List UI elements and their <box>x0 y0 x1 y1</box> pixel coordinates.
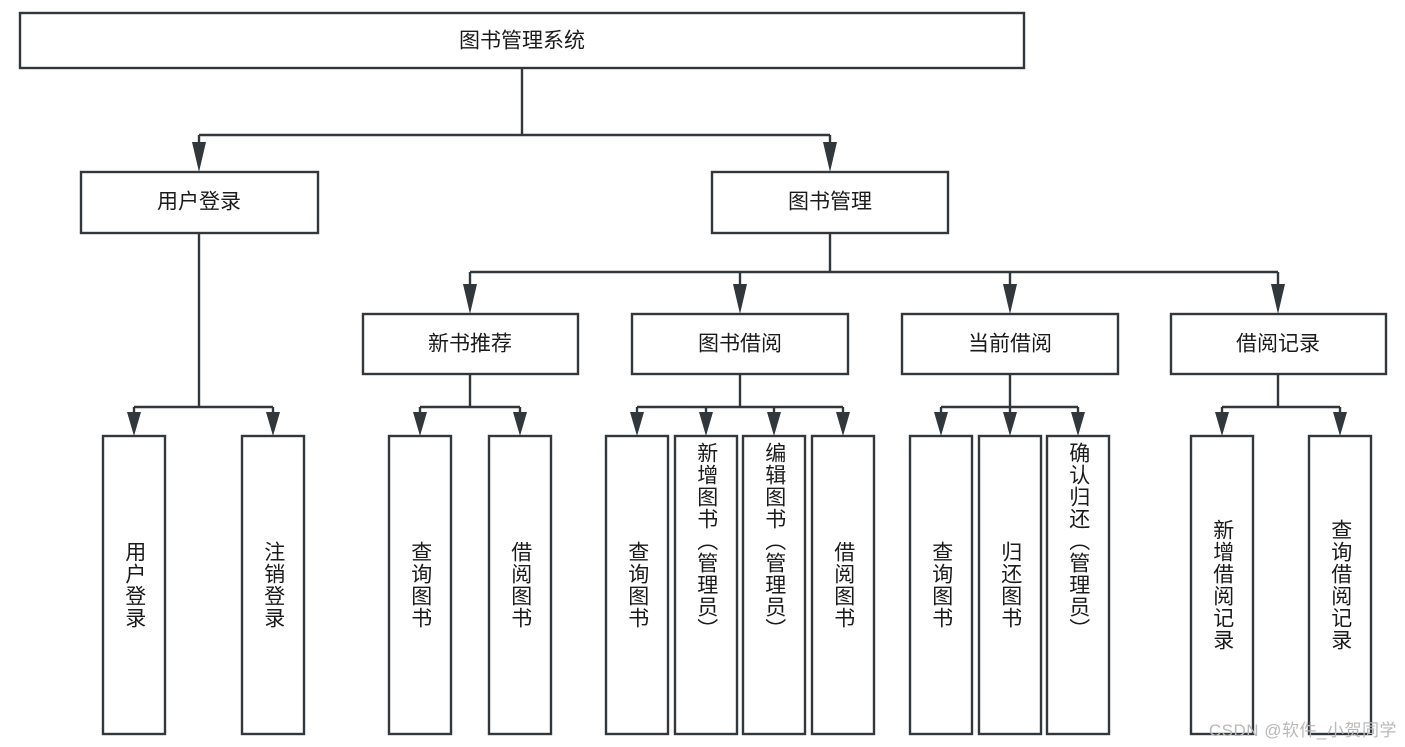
label-book-borrow: 图书借阅 <box>698 333 782 356</box>
node-leaf-return-book[interactable] <box>977 434 1043 736</box>
arrowhead-book-borrow <box>733 284 747 314</box>
label-root: 图书管理系统 <box>459 30 585 53</box>
node-leaf-add-record[interactable] <box>1189 434 1255 736</box>
arrowhead-user-login <box>192 142 206 172</box>
node-book-manage[interactable] <box>710 170 950 235</box>
connectors-group <box>127 68 1347 436</box>
arrowhead-leaf-borrow-book-2 <box>836 412 850 436</box>
arrowhead-leaf-borrow-book-1 <box>513 412 527 436</box>
arrowhead-leaf-query-book-3 <box>934 412 948 436</box>
node-leaf-add-book[interactable] <box>673 434 739 736</box>
arrowhead-leaf-query-record <box>1333 412 1347 436</box>
arrowhead-book-manage <box>823 142 837 172</box>
label-new-book-recommend: 新书推荐 <box>428 333 512 356</box>
node-leaf-user-logout[interactable] <box>240 434 306 736</box>
arrowhead-borrow-record <box>1271 284 1285 314</box>
horizontal-labels-group: 图书管理系统 用户登录 图书管理 新书推荐 图书借阅 当前借阅 借阅记录 <box>157 30 1320 356</box>
node-leaf-confirm-return[interactable] <box>1045 434 1111 736</box>
arrowhead-leaf-user-logout <box>266 412 280 436</box>
arrowhead-leaf-confirm-return <box>1071 412 1085 436</box>
node-leaf-borrow-book-1[interactable] <box>487 434 553 736</box>
node-leaf-query-record[interactable] <box>1307 434 1373 736</box>
node-new-book-recommend[interactable] <box>361 312 580 376</box>
node-leaf-edit-book[interactable] <box>741 434 807 736</box>
node-borrow-record[interactable] <box>1169 312 1388 376</box>
arrowhead-leaf-user-login <box>127 412 141 436</box>
arrowhead-leaf-query-book-1 <box>413 412 427 436</box>
arrowhead-leaf-edit-book <box>767 412 781 436</box>
node-leaf-query-book-2[interactable] <box>604 434 670 736</box>
node-leaf-user-login[interactable] <box>101 434 167 736</box>
arrowhead-current-borrow <box>1003 284 1017 314</box>
label-borrow-record: 借阅记录 <box>1236 333 1320 356</box>
arrowhead-leaf-query-book-2 <box>630 412 644 436</box>
arrowhead-leaf-add-record <box>1215 412 1229 436</box>
label-user-login: 用户登录 <box>157 191 241 214</box>
node-boxes-group <box>18 11 1388 736</box>
node-leaf-borrow-book-2[interactable] <box>810 434 876 736</box>
arrowhead-leaf-add-book <box>699 412 713 436</box>
node-current-borrow[interactable] <box>900 312 1120 376</box>
node-leaf-query-book-1[interactable] <box>387 434 453 736</box>
node-user-login[interactable] <box>79 170 320 235</box>
label-book-manage: 图书管理 <box>788 191 872 214</box>
node-root[interactable] <box>18 11 1026 70</box>
node-book-borrow[interactable] <box>630 312 850 376</box>
csdn-watermark: CSDN @软件_小贺同学 <box>1208 721 1397 740</box>
label-current-borrow: 当前借阅 <box>968 333 1052 356</box>
arrowhead-leaf-return-book <box>1003 412 1017 436</box>
node-leaf-query-book-3[interactable] <box>908 434 974 736</box>
arrowhead-new-book-recommend <box>463 284 477 314</box>
